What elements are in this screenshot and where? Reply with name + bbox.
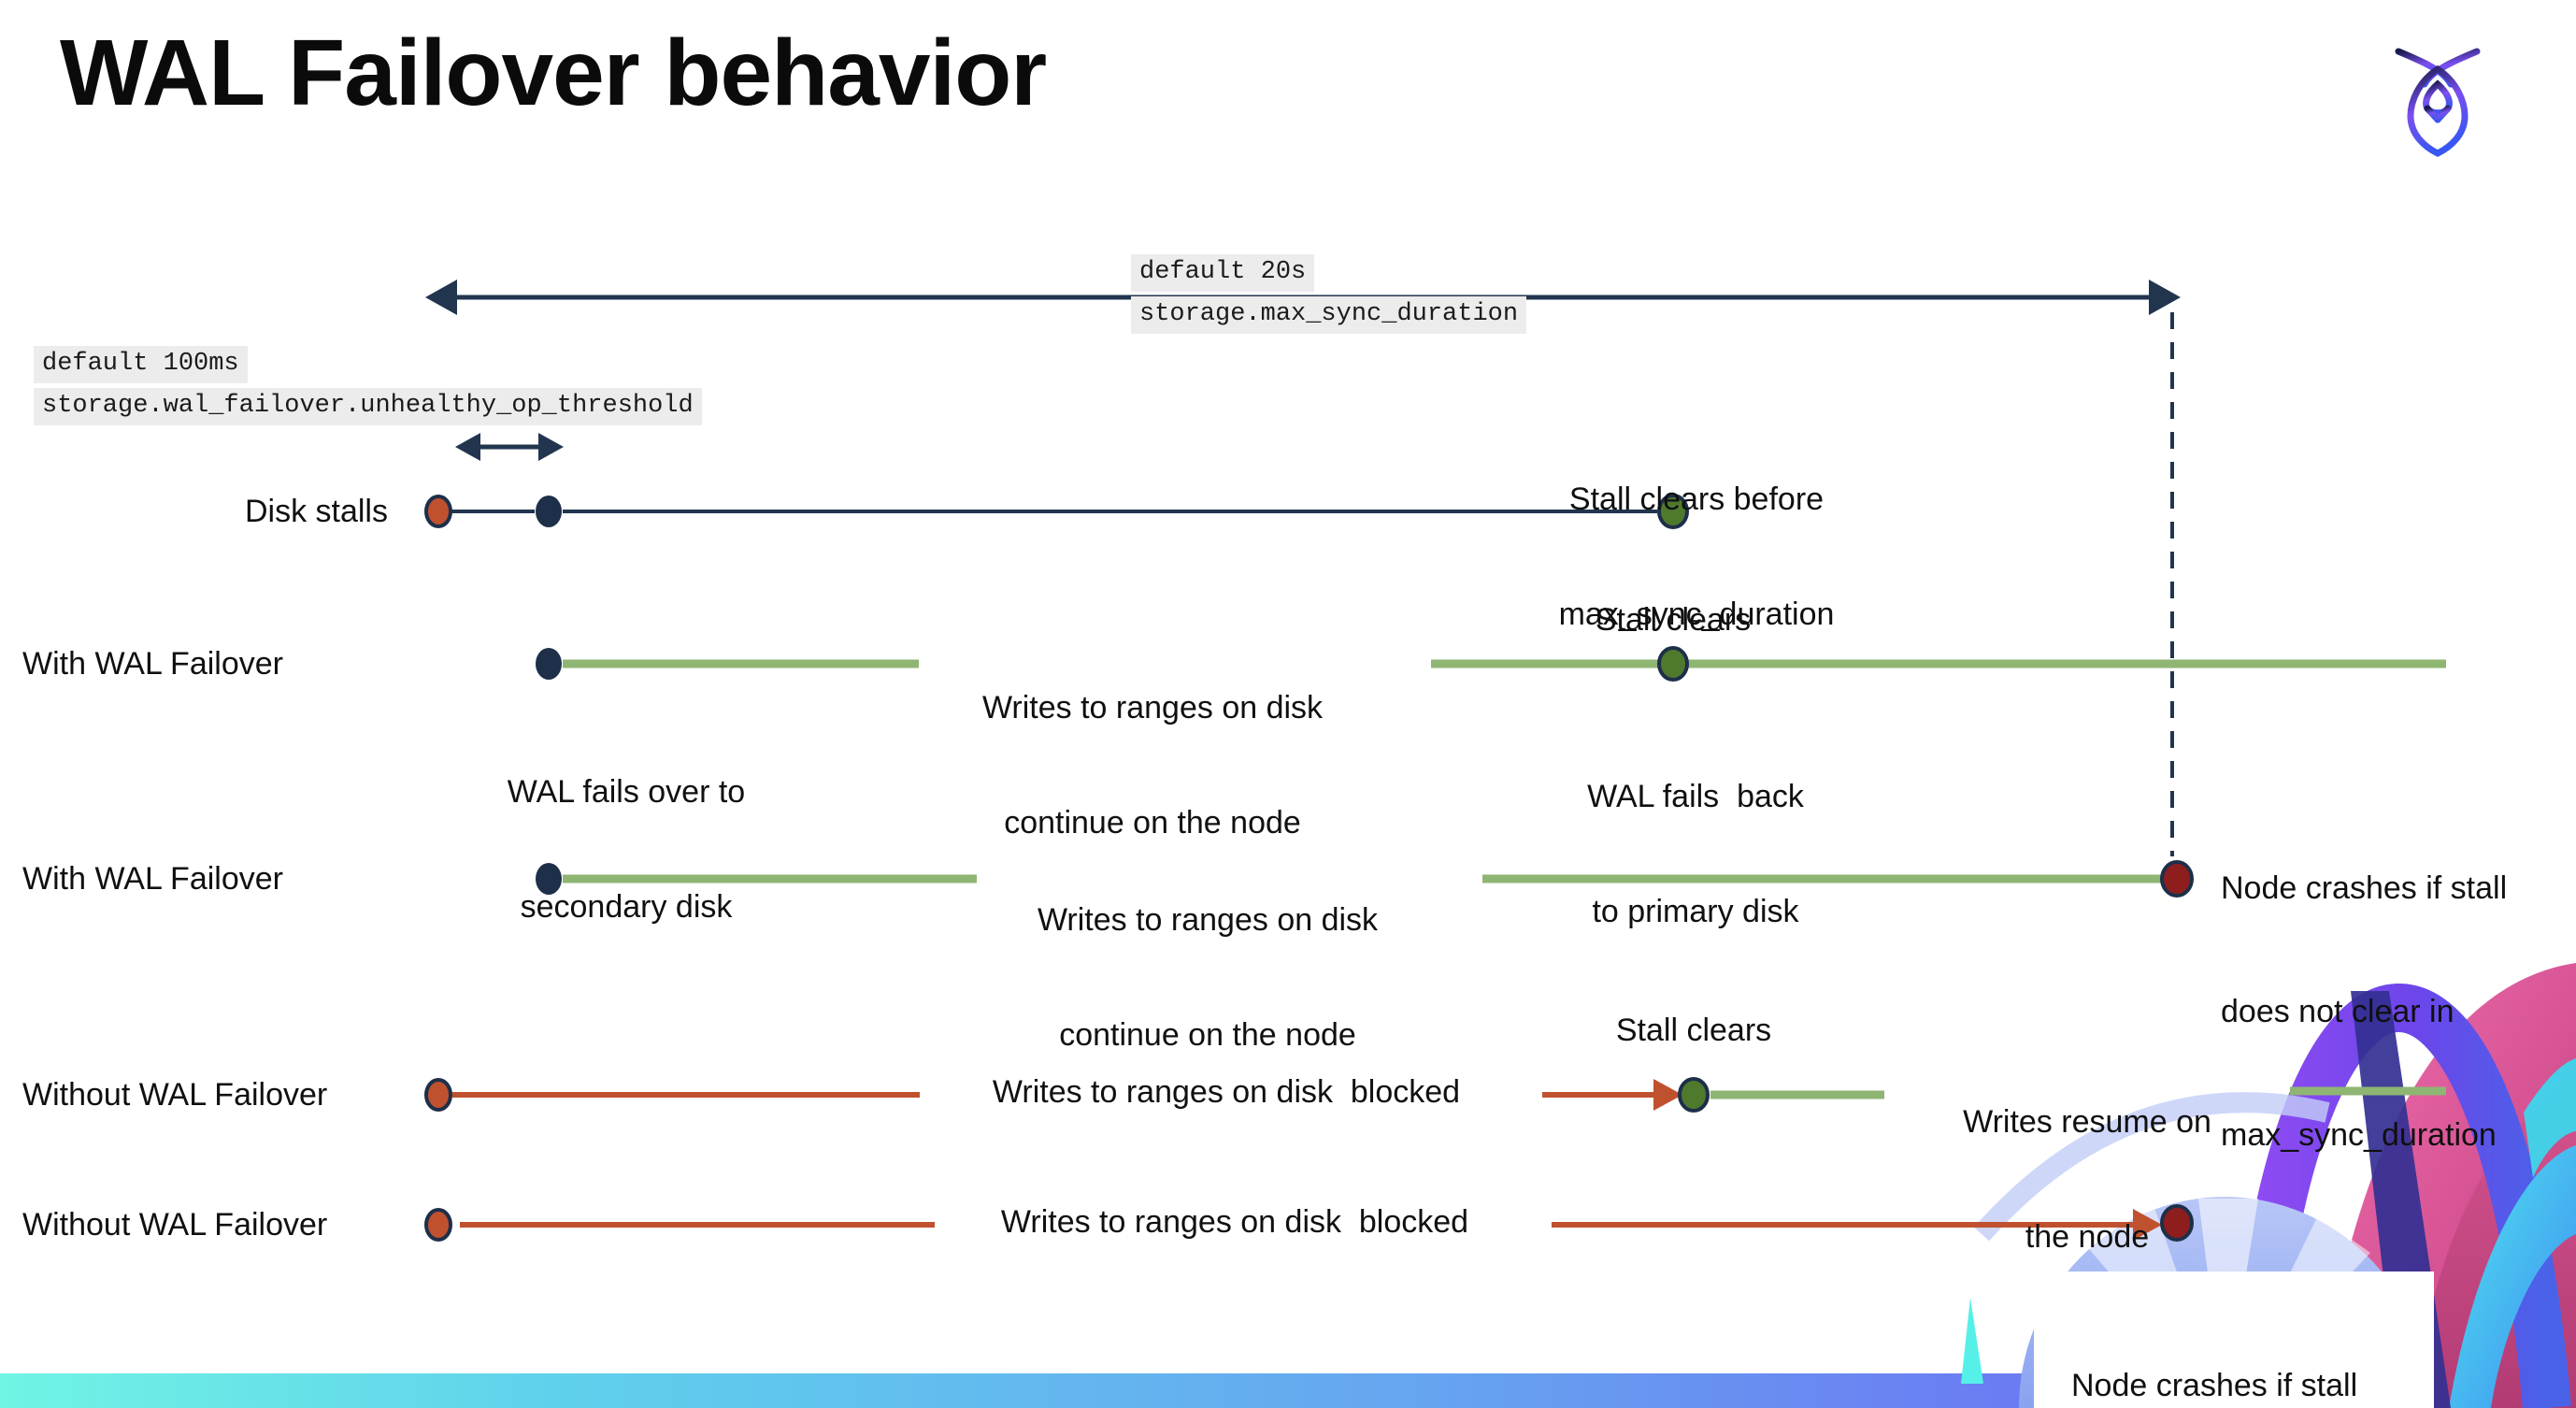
artwork-purple-arch [2228,984,2571,1408]
crash-note-right: Node crashes if stall does not clear in … [2221,785,2576,1238]
timeline-with-failover-1 [536,646,2446,682]
note-line: continue on the node [1004,805,1301,840]
note-line: Stall clears before [1568,481,1825,517]
note-line: continue on the node [1059,1017,1356,1053]
row-label-disk-stalls: Disk stalls [244,494,388,529]
setting-name: storage.wal_failover.unhealthy_op_thresh… [34,388,702,425]
stall-clears-note-1: Stall clears [1595,602,1752,638]
artwork-cyan-sliver [1961,1298,1983,1384]
writes-blocked-note-1: Writes to ranges on disk blocked [992,1074,1461,1110]
setting-default-value: default 20s [1131,254,1315,292]
wal-fails-back-note: WAL fails back to primary disk [1509,701,1882,1008]
crash-dot [2160,1204,2194,1242]
failover-dot [536,863,562,895]
artwork-light-arc [1973,1092,2330,1242]
stall-clear-dot [1657,494,1689,529]
row-label-without-wal-failover-2: Without WAL Failover [22,1207,328,1243]
threshold-callout: default 100ms storage.wal_failover.unhea… [34,346,702,430]
artwork-cyan-swoosh [2449,1145,2576,1408]
setting-default-value: default 100ms [34,346,248,383]
timeline-without-failover-2 [424,1204,2194,1242]
red-arrowhead [1653,1079,1682,1111]
note-line: to primary disk [1592,894,1799,929]
crash-callout-box: Node crashes if stall does not clear in … [2034,1272,2434,1408]
stall-clear-dot [1678,1077,1710,1113]
failover-dot [536,648,562,680]
note-line: max_sync_duration [2221,1117,2497,1153]
stall-start-dot [424,1208,452,1242]
stall-start-dot [424,1078,452,1112]
stall-start-dot [424,495,452,528]
writes-blocked-note-2: Writes to ranges on disk blocked [1000,1204,1469,1240]
row-label-without-wal-failover-1: Without WAL Failover [22,1077,328,1113]
failover-trigger-dot [536,496,562,527]
note-line: secondary disk [520,889,733,925]
timeline-disk-stalls [424,494,1689,529]
page-title: WAL Failover behavior [60,21,1047,125]
crash-note-bottom: Node crashes if stall does not clear in … [2034,1272,2434,1408]
note-line: Writes to ranges on disk [1037,902,1379,938]
writes-continue-note-2: Writes to ranges on disk continue on the… [993,825,1423,1131]
timeline-without-failover-1 [424,1077,2446,1113]
threshold-double-arrow [455,433,564,461]
max-sync-duration-callout: default 20s storage.max_sync_duration [1131,254,1527,338]
note-line: WAL fails over to [507,774,746,810]
row-label-with-wal-failover-2: With WAL Failover [22,861,283,897]
note-line: the node [2025,1219,2150,1255]
wal-fails-over-note: WAL fails over to secondary disk [439,697,813,1003]
stall-clears-before-note: Stall clears before max_sync_duration [1510,404,1883,711]
stall-clears-note-2: Stall clears [1615,1013,1772,1048]
crash-dot [2160,860,2194,898]
note-line: does not clear in [2221,994,2454,1029]
red-arrowhead [2133,1209,2162,1241]
note-line: Node crashes if stall [2221,870,2508,906]
note-line: max_sync_duration [1558,596,1835,632]
row-label-with-wal-failover-1: With WAL Failover [22,646,283,682]
setting-name: storage.max_sync_duration [1131,296,1527,334]
note-line: Writes resume on [1963,1104,2211,1140]
writes-resume-note: Writes resume on the node [1900,1027,2274,1333]
artwork-cyan-band [2524,1058,2576,1178]
stall-clear-dot [1657,646,1689,682]
note-line: WAL fails back [1587,779,1804,814]
writes-continue-note-1: Writes to ranges on disk continue on the… [937,612,1367,919]
timeline-with-failover-2 [536,860,2194,898]
cockroachdb-logo-icon [2395,48,2481,157]
crash-note-line: Node crashes if stall [2071,1368,2358,1403]
note-line: Writes to ranges on disk [981,690,1324,726]
